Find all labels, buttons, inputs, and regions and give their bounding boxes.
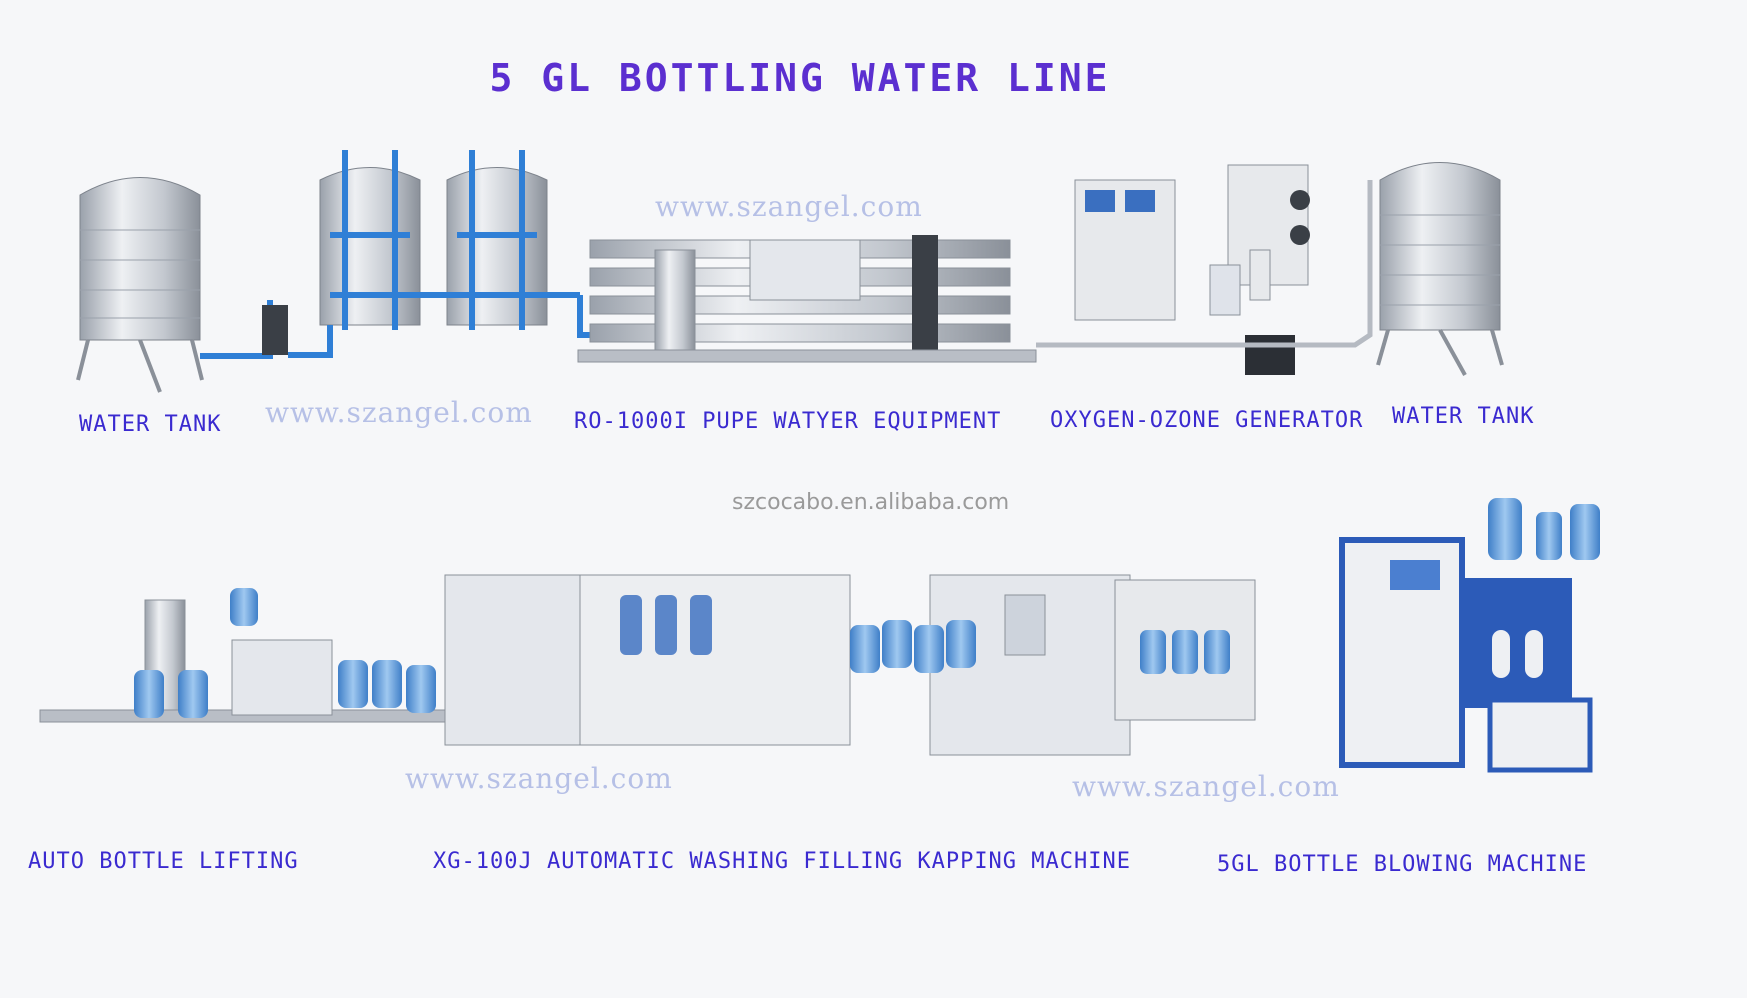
watermark-left: www.szangel.com — [265, 396, 533, 429]
label-ozone-generator: OXYGEN-OZONE GENERATOR — [1050, 408, 1364, 433]
label-ro-equipment: RO-1000I PUPE WATYER EQUIPMENT — [574, 409, 1002, 434]
label-blowing-machine: 5GL BOTTLE BLOWING MACHINE — [1217, 852, 1588, 877]
label-water-tank-2: WATER TANK — [1392, 404, 1535, 429]
page-title: 5 GL BOTTLING WATER LINE — [489, 56, 1111, 100]
watermark-top: www.szangel.com — [655, 190, 923, 223]
water-tank-left — [76, 177, 204, 393]
ozone-generators — [1074, 164, 1373, 375]
watermark-bottom-right: www.szangel.com — [1072, 770, 1340, 803]
ro-equipment — [577, 235, 1220, 363]
label-auto-bottle-lifting: AUTO BOTTLE LIFTING — [28, 849, 299, 874]
label-washing-filling-capping: XG-100J AUTOMATIC WASHING FILLING KAPPIN… — [433, 849, 1132, 874]
label-water-tank-1: WATER TANK — [79, 412, 222, 437]
water-tank-right — [1376, 162, 1504, 376]
watermark-center: szcocabo.en.alibaba.com — [732, 490, 1010, 515]
auto-bottle-lifting — [39, 588, 461, 723]
washing-filling-capping-machine — [444, 574, 1256, 756]
sand-filters — [288, 150, 580, 358]
watermark-bottom-left: www.szangel.com — [405, 762, 673, 795]
bottle-blowing-machine — [1339, 498, 1600, 773]
